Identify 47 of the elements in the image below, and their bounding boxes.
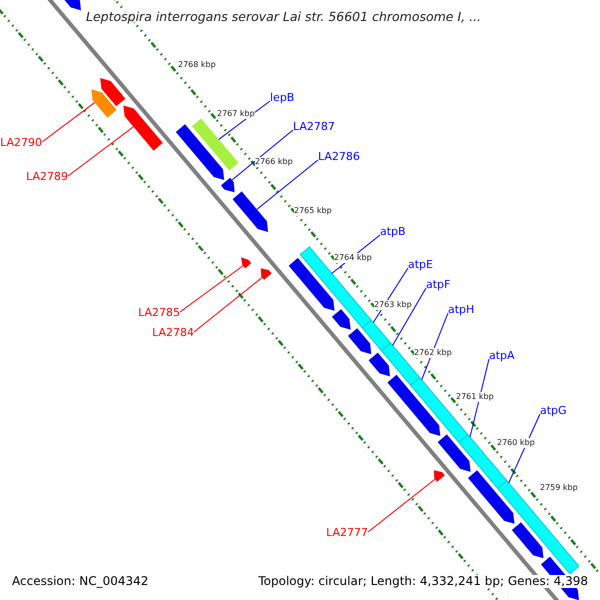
leader-line bbox=[368, 478, 436, 532]
gene-label: LA2790 bbox=[0, 136, 42, 149]
gene-bar bbox=[300, 246, 372, 329]
gene-label: atpH bbox=[448, 303, 474, 316]
scale-label: 2762 kbp bbox=[414, 348, 452, 358]
gene-feature bbox=[260, 268, 272, 280]
gene-label: LA2777 bbox=[326, 526, 368, 539]
gene-bar bbox=[362, 320, 392, 352]
leader-line bbox=[470, 358, 490, 438]
scale-label: 2760 kbp bbox=[497, 438, 535, 448]
leader-line bbox=[256, 160, 318, 210]
leader-line bbox=[392, 288, 426, 346]
gene-label: atpA bbox=[489, 349, 515, 362]
gene-label: lepB bbox=[270, 91, 294, 104]
scale-label: 2767 kbp bbox=[217, 109, 255, 119]
gene-label: LA2786 bbox=[318, 150, 360, 163]
gene-label: atpE bbox=[408, 258, 433, 271]
gene-bar bbox=[496, 480, 580, 575]
gene-feature bbox=[232, 191, 268, 232]
scale-label: 2763 kbp bbox=[374, 300, 412, 310]
scale-label: 2765 kbp bbox=[294, 206, 332, 216]
scale-label: 2759 kbp bbox=[540, 483, 578, 493]
gene-label: LA2789 bbox=[26, 170, 68, 183]
scale-label: 2766 kbp bbox=[255, 157, 293, 167]
accession-text: Accession: NC_004342 bbox=[10, 575, 150, 588]
leader-line bbox=[421, 312, 448, 380]
gene-feature bbox=[91, 89, 117, 118]
gene-label: LA2784 bbox=[152, 326, 194, 339]
leader-line bbox=[42, 102, 96, 142]
gene-label: atpG bbox=[540, 404, 567, 417]
gene-label: atpF bbox=[426, 278, 450, 291]
gene-feature bbox=[434, 470, 445, 482]
gene-feature bbox=[220, 178, 235, 192]
gene-label: LA2785 bbox=[138, 306, 180, 319]
leader-line bbox=[232, 130, 294, 180]
gene-bar bbox=[192, 118, 238, 170]
gene-label: atpB bbox=[380, 225, 406, 238]
leader-line bbox=[180, 265, 244, 312]
scale-label: 2761 kbp bbox=[456, 392, 494, 402]
leader-line bbox=[68, 126, 134, 176]
gene-feature bbox=[123, 106, 163, 151]
genome-info-text: Topology: circular; Length: 4,332,241 bp; Genes: 4,398 bbox=[256, 575, 590, 588]
scale-label: 2768 kbp bbox=[178, 60, 216, 70]
gene-label: LA2787 bbox=[293, 120, 335, 133]
gene-feature bbox=[241, 257, 252, 268]
leader-line bbox=[194, 277, 263, 332]
scale-label: 2764 kbp bbox=[334, 253, 372, 263]
